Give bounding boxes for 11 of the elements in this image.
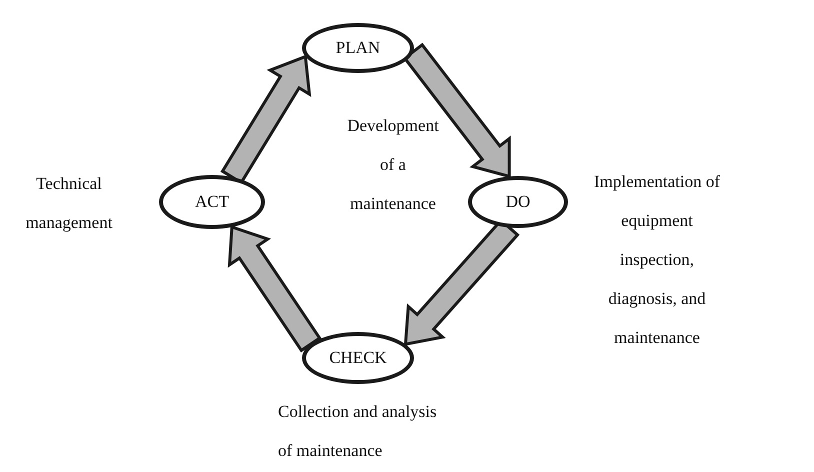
- block-arrow: [228, 224, 322, 352]
- node-label: CHECK: [329, 348, 387, 368]
- text-label: Development of a maintenance: [346, 115, 440, 215]
- node-caption: Technical management: [24, 173, 114, 234]
- node-label: PLAN: [336, 38, 380, 58]
- ellipse-node: [302, 23, 414, 73]
- node-label: DO: [506, 192, 530, 212]
- block-arrow: [402, 42, 511, 178]
- node-label: ACT: [195, 192, 229, 212]
- node-caption: Implementation of equipment inspection, diagnosis, and maintenance: [592, 171, 722, 349]
- node-caption: Collection and analysis of maintenance: [278, 401, 438, 462]
